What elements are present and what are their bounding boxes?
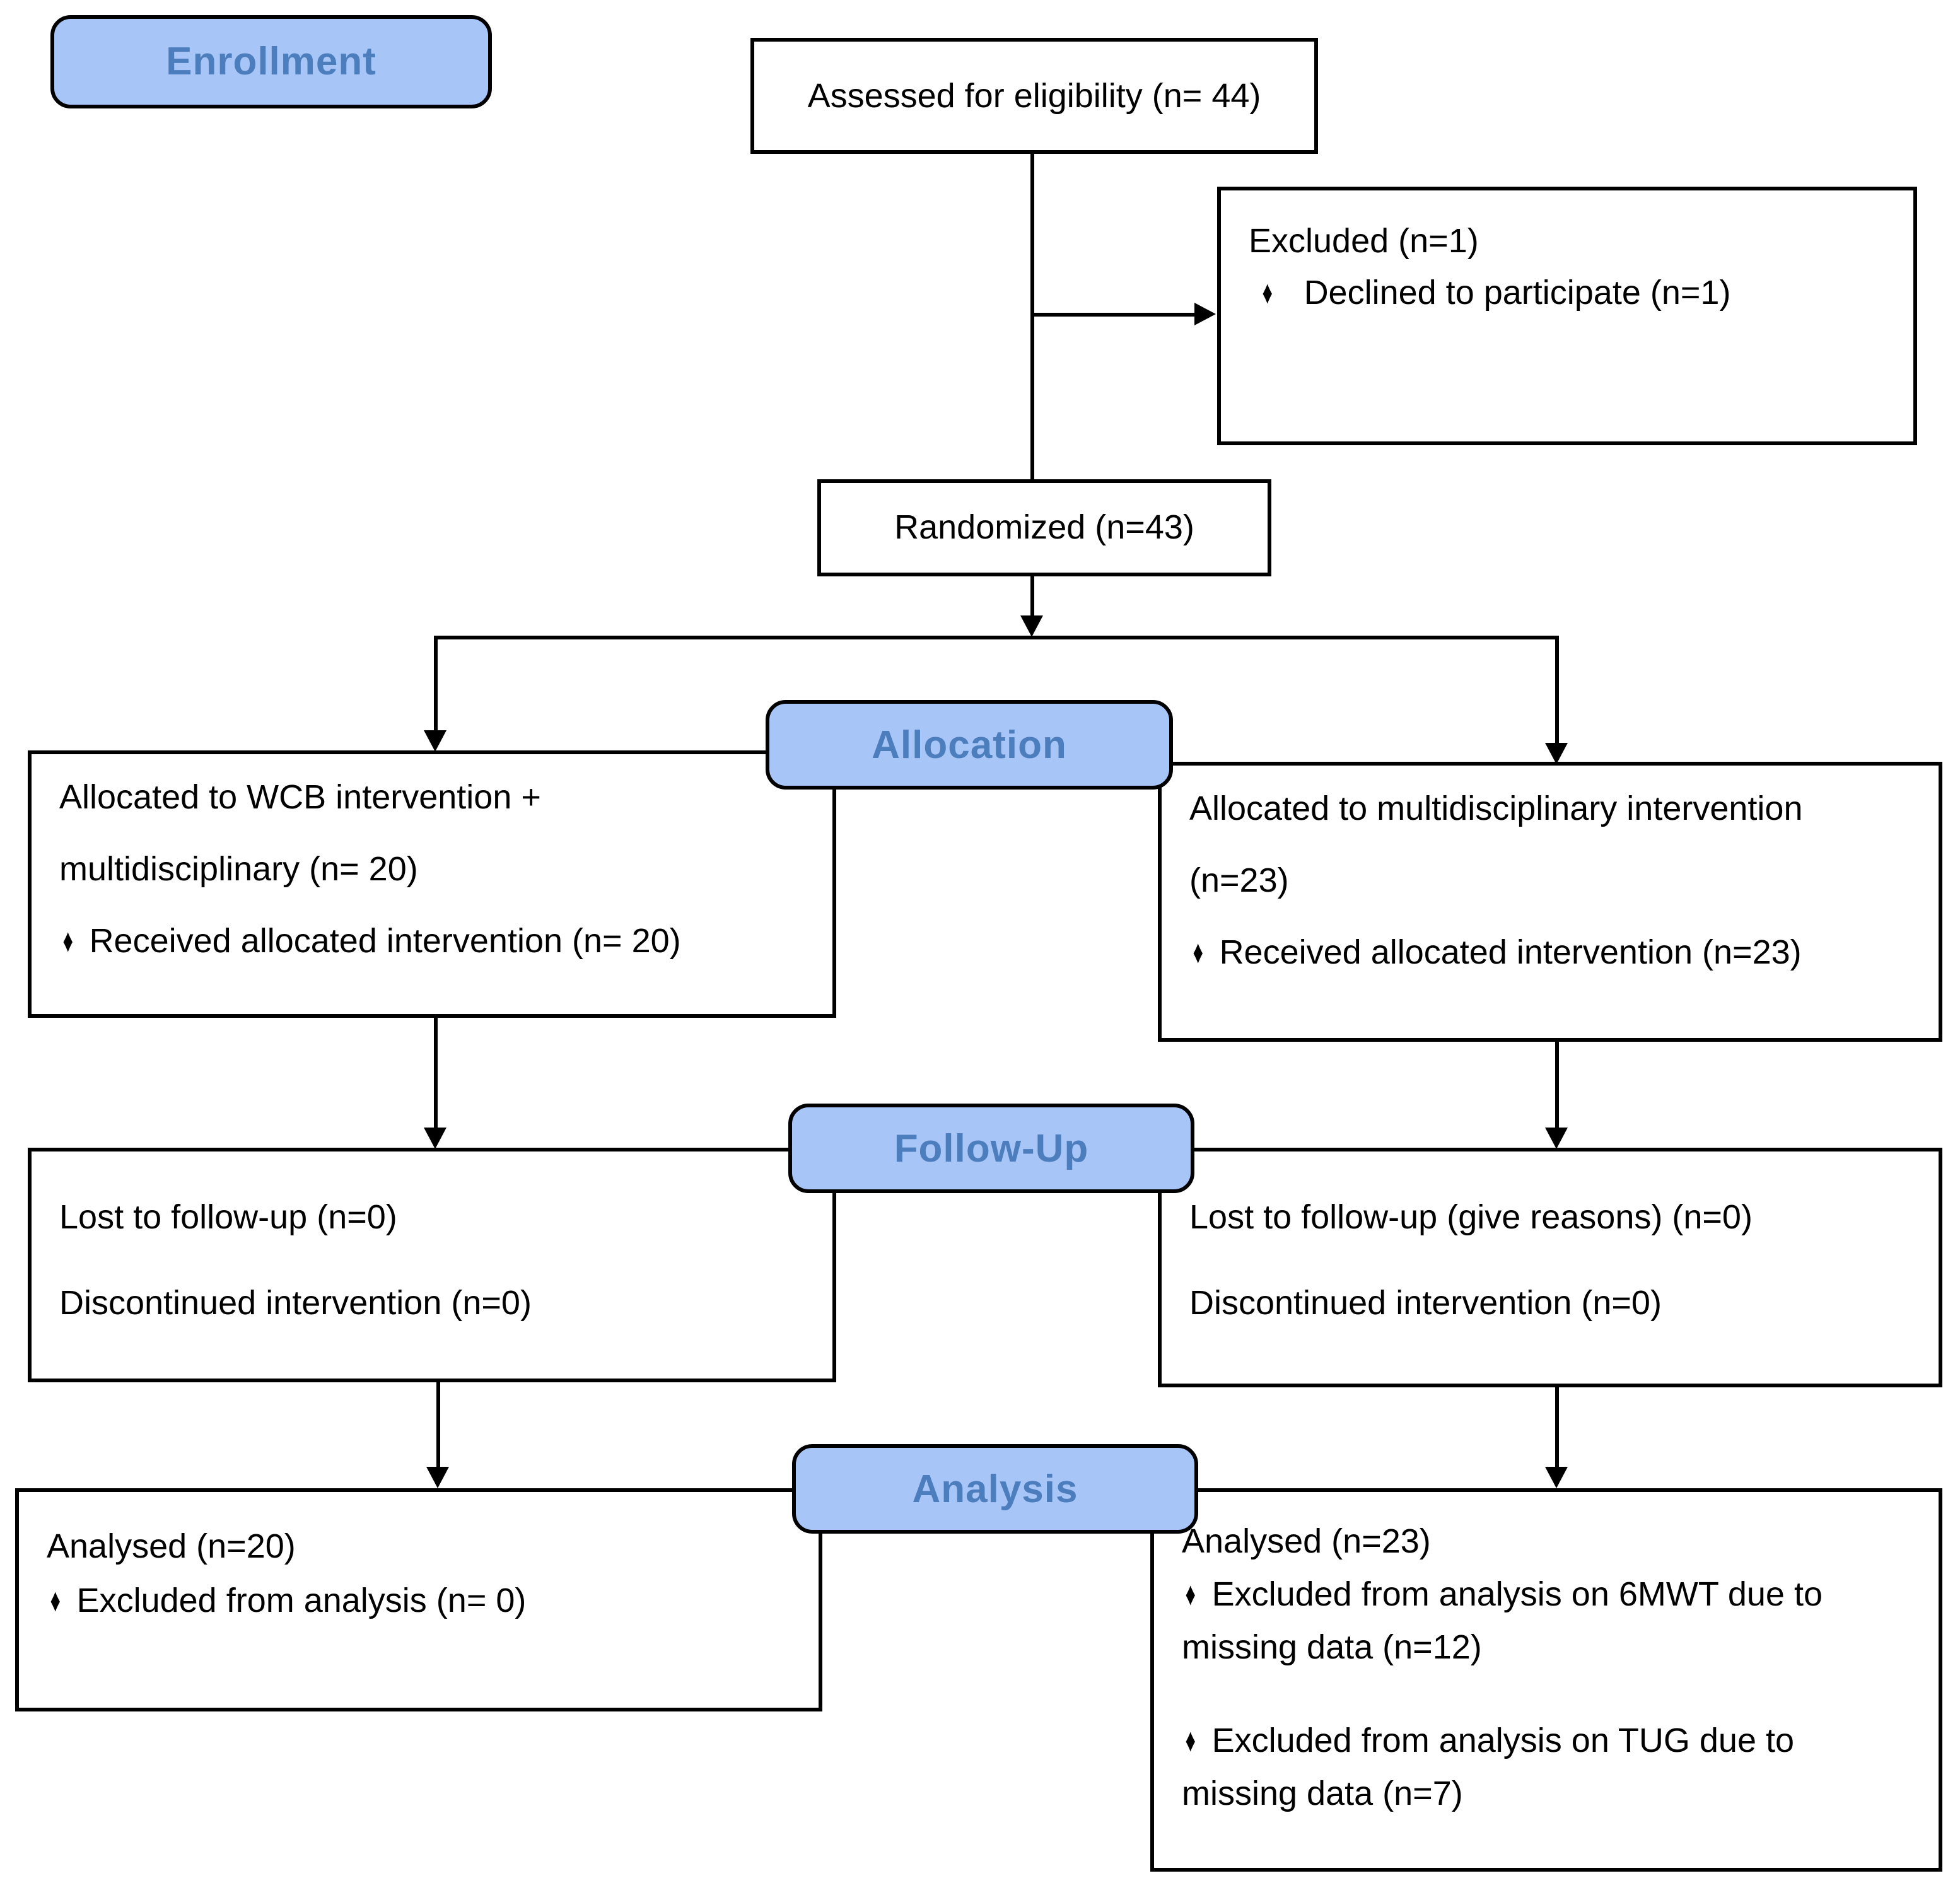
- bullet-item: ♦ Excluded from analysis (n= 0): [47, 1574, 796, 1628]
- stage-label-analysis: Analysis: [792, 1444, 1198, 1534]
- text-line: Received allocated intervention (n= 20): [89, 922, 681, 960]
- text-line: Declined to participate (n=1): [1304, 274, 1731, 312]
- stage-label-allocation-text: Allocation: [872, 722, 1067, 766]
- bullet-diamond-icon: ♦: [1185, 1576, 1196, 1612]
- connector-randomized-to-junction: [1030, 574, 1034, 619]
- stage-label-enrollment: Enrollment: [50, 15, 492, 108]
- box-randomized: Randomized (n=43): [817, 479, 1271, 576]
- connector-branch-to-excluded: [1030, 313, 1194, 317]
- bullet-diamond-icon: ♦: [50, 1582, 61, 1619]
- text-line: Excluded from analysis (n= 0): [76, 1582, 527, 1619]
- box-excluded: Excluded (n=1) ♦ Declined to participate…: [1217, 187, 1917, 445]
- bullet-diamond-icon: ♦: [1193, 934, 1204, 971]
- blank-line-spacer: [1182, 1674, 1916, 1714]
- bullet-item: ♦ Excluded from analysis on TUG due to: [1182, 1714, 1916, 1767]
- box-allocated-multidisciplinary: Allocated to multidisciplinary intervent…: [1158, 762, 1942, 1042]
- bullet-item: ♦ Declined to participate (n=1): [1249, 267, 1891, 319]
- text-line: Discontinued intervention (n=0): [1189, 1284, 1662, 1322]
- text-line: Discontinued intervention (n=0): [59, 1284, 532, 1322]
- connector-alloc-to-followup-right: [1555, 1039, 1559, 1129]
- arrowhead-down-alloc-right-icon: [1545, 743, 1568, 764]
- text-line: Assessed for eligibility (n= 44): [807, 76, 1261, 114]
- box-followup-right: Lost to follow-up (give reasons) (n=0) D…: [1158, 1148, 1942, 1387]
- arrowhead-down-followup-right-icon: [1545, 1128, 1568, 1149]
- arrowhead-down-alloc-left-icon: [424, 730, 446, 752]
- connector-junction-to-alloc-left: [434, 636, 438, 732]
- text-line: Lost to follow-up (n=0): [59, 1198, 397, 1236]
- box-followup-left: Lost to follow-up (n=0) Discontinued int…: [28, 1148, 836, 1382]
- arrowhead-down-analysis-left-icon: [426, 1467, 449, 1488]
- bullet-item: ♦ Received allocated intervention (n=23): [1189, 917, 1916, 989]
- connector-followup-to-analysis-left: [436, 1380, 440, 1468]
- text-line: Randomized (n=43): [894, 508, 1194, 546]
- text-line: missing data (n=12): [1182, 1628, 1482, 1666]
- box-analysed-right: Analysed (n=23) ♦ Excluded from analysis…: [1150, 1488, 1942, 1872]
- text-line: Lost to follow-up (give reasons) (n=0): [1189, 1198, 1753, 1236]
- arrowhead-down-followup-left-icon: [424, 1128, 446, 1149]
- bullet-diamond-icon: ♦: [62, 923, 74, 959]
- text-line: multidisciplinary (n= 20): [59, 850, 418, 888]
- connector-junction-horizontal: [434, 636, 1559, 639]
- box-assessed-for-eligibility: Assessed for eligibility (n= 44): [750, 38, 1318, 154]
- arrowhead-down-analysis-right-icon: [1545, 1467, 1568, 1488]
- stage-label-allocation: Allocation: [766, 700, 1173, 790]
- text-line: Analysed (n=23): [1182, 1522, 1431, 1560]
- text-line: (n=23): [1189, 861, 1289, 899]
- bullet-item: ♦ Excluded from analysis on 6MWT due to: [1182, 1568, 1916, 1621]
- stage-label-enrollment-text: Enrollment: [166, 39, 376, 83]
- arrowhead-right-excluded-icon: [1194, 303, 1216, 325]
- bullet-diamond-icon: ♦: [1185, 1722, 1196, 1759]
- text-line: Allocated to multidisciplinary intervent…: [1189, 790, 1803, 827]
- bullet-diamond-icon: ♦: [1262, 274, 1273, 311]
- box-allocated-wcb: Allocated to WCB intervention + multidis…: [28, 750, 836, 1018]
- text-line: Excluded from analysis on 6MWT due to: [1211, 1575, 1823, 1613]
- connector-followup-to-analysis-right: [1555, 1385, 1559, 1468]
- connector-alloc-to-followup-left: [434, 1015, 438, 1129]
- arrowhead-down-junction-icon: [1020, 615, 1043, 637]
- text-line: Excluded (n=1): [1249, 222, 1479, 260]
- bullet-item: ♦ Received allocated intervention (n= 20…: [59, 906, 810, 977]
- text-line: Received allocated intervention (n=23): [1219, 933, 1802, 971]
- connector-assessed-to-randomized: [1030, 151, 1034, 482]
- text-line: Analysed (n=20): [47, 1527, 296, 1565]
- text-line: missing data (n=7): [1182, 1775, 1463, 1812]
- box-analysed-left: Analysed (n=20) ♦ Excluded from analysis…: [15, 1488, 822, 1711]
- text-line: Allocated to WCB intervention +: [59, 778, 541, 816]
- connector-junction-to-alloc-right: [1555, 636, 1559, 744]
- stage-label-followup: Follow-Up: [788, 1104, 1194, 1193]
- text-line: Excluded from analysis on TUG due to: [1211, 1722, 1795, 1759]
- stage-label-followup-text: Follow-Up: [894, 1126, 1089, 1170]
- stage-label-analysis-text: Analysis: [912, 1466, 1078, 1510]
